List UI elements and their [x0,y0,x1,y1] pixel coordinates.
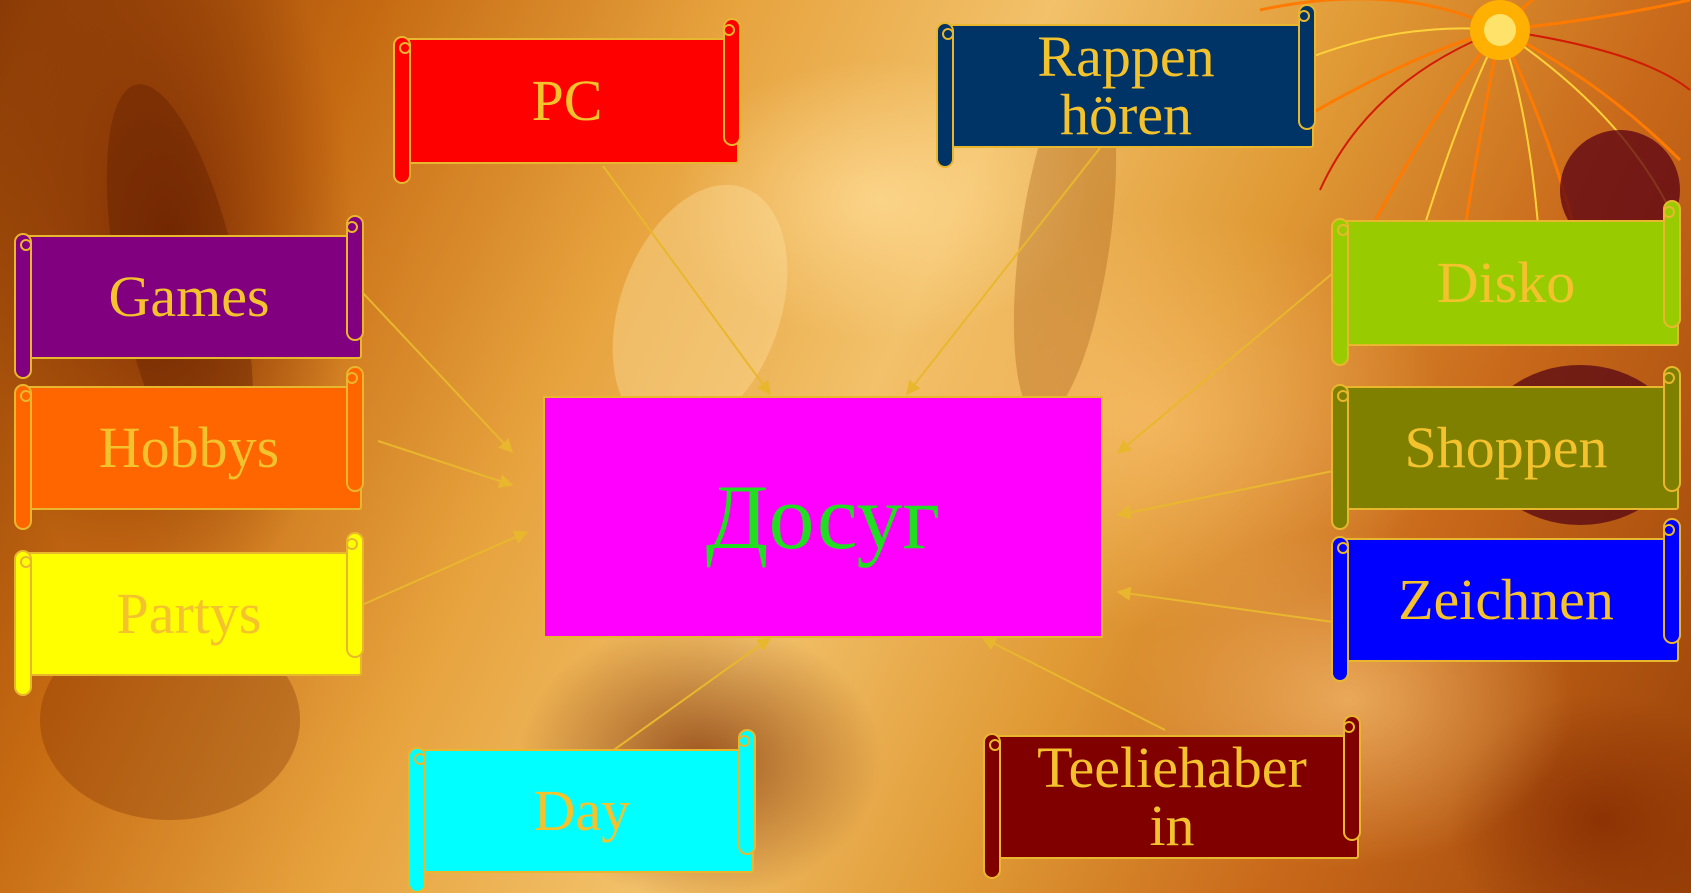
scroll-right-rod [723,18,741,146]
arrow-partys-to-center [361,530,529,606]
node-teeliehaber: Teeliehaber in [983,715,1361,879]
node-label-games: Games [108,264,270,329]
scroll-left-rod [393,36,411,184]
scroll-right-curl [1663,206,1675,218]
arrow-hobbys-to-center [377,440,514,488]
center-label: Досуг [705,466,941,568]
scroll-right-curl [1663,524,1675,536]
node-zeichnen: Zeichnen [1331,518,1681,682]
scroll-right-curl [1663,372,1675,384]
scroll-right-rod [1343,715,1361,841]
scroll-left-rod [983,733,1001,879]
scroll-right-rod [1298,4,1316,130]
scroll-right-rod [1663,200,1681,328]
arrow-teeliehaber-to-center [981,637,1166,731]
arrow-rappen-to-center [906,147,1101,396]
scroll-left-curl [1337,390,1349,402]
scroll-left-curl [942,28,954,40]
arrow-day-to-center [603,637,772,758]
node-games: Games [14,215,364,379]
node-day: Day [408,729,756,893]
node-label-shoppen: Shoppen [1404,415,1608,480]
node-label-partys: Partys [116,581,262,646]
scroll-left-curl [414,753,426,765]
scroll-left-curl [20,239,32,251]
node-partys: Partys [14,532,364,696]
scroll-right-curl [346,538,358,550]
scroll-right-rod [346,366,364,492]
scroll-right-curl [1298,10,1310,22]
scroll-right-curl [346,221,358,233]
scroll-left-rod [14,233,32,379]
node-label-zeichnen: Zeichnen [1398,567,1614,632]
scroll-left-rod [1331,384,1349,530]
scroll-left-curl [399,42,411,54]
arrow-shoppen-to-center [1116,470,1334,520]
node-disko: Disko [1331,200,1681,366]
scroll-left-rod [936,22,954,168]
node-rappen: Rappen hören [936,4,1316,168]
node-hobbys: Hobbys [14,366,364,530]
scroll-right-rod [346,532,364,658]
scroll-left-curl [20,556,32,568]
arrow-pc-to-center [602,165,771,396]
scroll-left-curl [1337,224,1349,236]
node-label-hobbys: Hobbys [98,415,280,480]
node-label-teeliehaber: Teeliehaber in [1037,735,1307,858]
node-label-pc: PC [531,68,603,133]
scroll-left-curl [20,390,32,402]
arrow-zeichnen-to-center [1116,586,1334,623]
scroll-left-curl [1337,542,1349,554]
scroll-right-rod [738,729,756,855]
arrow-disko-to-center [1116,272,1334,454]
scroll-right-curl [738,735,750,747]
scroll-right-curl [1343,721,1355,733]
node-shoppen: Shoppen [1331,366,1681,530]
scroll-left-rod [14,384,32,530]
node-label-day: Day [533,778,631,843]
scroll-right-rod [1663,366,1681,492]
scroll-left-rod [14,550,32,696]
node-label-rappen: Rappen hören [1037,24,1215,147]
scroll-left-rod [1331,536,1349,682]
scroll-right-rod [346,215,364,341]
scroll-left-rod [1331,218,1349,366]
arrow-games-to-center [361,291,513,454]
center-node: Досуг [543,396,1103,638]
scroll-right-curl [346,372,358,384]
node-pc: PC [393,18,741,184]
scroll-left-rod [408,747,426,893]
scroll-right-curl [723,24,735,36]
scroll-right-rod [1663,518,1681,644]
scroll-left-curl [989,739,1001,751]
node-label-disko: Disko [1436,250,1576,315]
